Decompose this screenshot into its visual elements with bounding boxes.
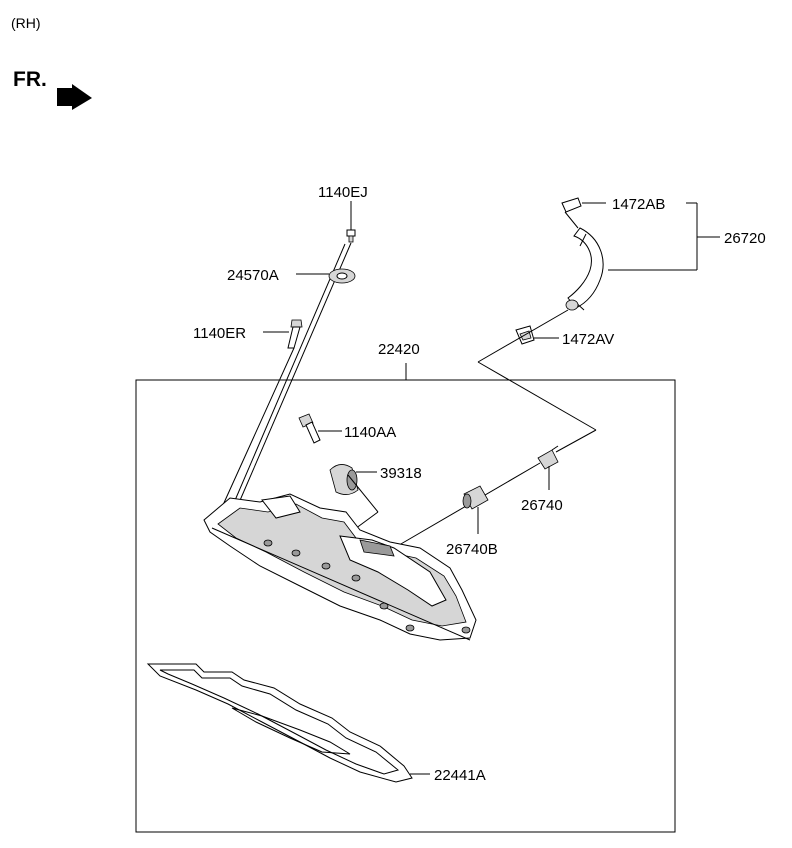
label-22441a: 22441A: [434, 767, 486, 784]
label-1472av: 1472AV: [562, 331, 614, 348]
label-1472ab: 1472AB: [612, 196, 665, 213]
valve-26740: [537, 445, 559, 470]
label-26720: 26720: [724, 230, 766, 247]
route-line-a: [477, 309, 569, 363]
label-26740b: 26740B: [446, 541, 498, 558]
side-label: (RH): [11, 15, 41, 31]
front-arrow-icon: [57, 84, 92, 110]
rod-line: [237, 242, 352, 506]
route-line-b: [477, 361, 597, 431]
label-26740: 26740: [521, 497, 563, 514]
washer-24570a: [328, 268, 356, 284]
gasket-22441a: [146, 663, 413, 783]
label-1140ej: 1140EJ: [318, 184, 368, 201]
grommet-26740b: [462, 485, 489, 510]
rocker-cover-22420: [203, 493, 477, 641]
rod-line-2: [232, 243, 346, 506]
front-label: FR.: [13, 68, 47, 91]
grommet-39318: [329, 464, 359, 495]
bolt-1140aa: [298, 413, 321, 444]
label-1140aa: 1140AA: [344, 424, 396, 441]
label-24570a: 24570A: [227, 267, 279, 284]
bolt-1140ej: [346, 201, 356, 243]
guide-39318: [347, 474, 379, 513]
label-39318: 39318: [380, 465, 422, 482]
clip-1472ab: [561, 197, 582, 229]
label-1140er: 1140ER: [193, 325, 246, 342]
bolt-1140er: [222, 319, 303, 506]
route-line-c: [555, 429, 597, 453]
hose-26720: [565, 227, 604, 311]
label-22420: 22420: [378, 341, 420, 358]
